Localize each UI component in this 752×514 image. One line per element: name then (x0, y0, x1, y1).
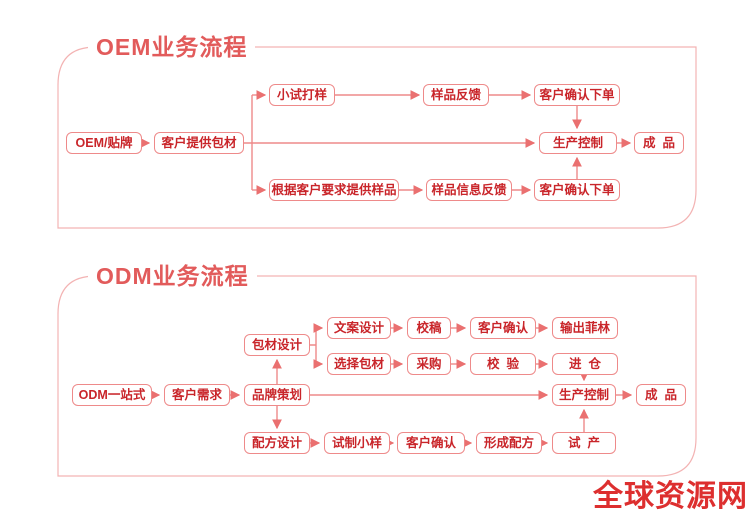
oem-panel-title: OEM业务流程 (88, 34, 256, 60)
odm-node-purchasing: 采购 (407, 353, 451, 375)
odm-node-copy-design: 文案设计 (327, 317, 391, 339)
oem-node-start: OEM/贴牌 (66, 132, 142, 154)
odm-node-finished-product: 成 品 (636, 384, 686, 406)
odm-node-trial-sample: 试制小样 (324, 432, 390, 454)
odm-node-film-output: 输出菲林 (552, 317, 618, 339)
odm-node-customer-confirm-bottom: 客户确认 (397, 432, 465, 454)
odm-node-formula-design: 配方设计 (244, 432, 310, 454)
odm-panel-border (57, 275, 697, 477)
oem-node-production-control: 生产控制 (539, 132, 617, 154)
odm-node-customer-needs: 客户需求 (164, 384, 230, 406)
odm-node-warehousing: 进 仓 (552, 353, 618, 375)
watermark-logo-text: 全球资源网 (593, 480, 748, 513)
oem-node-confirm-order-bottom: 客户确认下单 (534, 179, 620, 201)
oem-panel-border (57, 46, 697, 229)
odm-node-production-control: 生产控制 (552, 384, 616, 406)
oem-node-finished-product: 成 品 (634, 132, 684, 154)
odm-node-start: ODM一站式 (72, 384, 152, 406)
odm-node-select-packaging: 选择包材 (327, 353, 391, 375)
oem-node-confirm-order-top: 客户确认下单 (534, 84, 620, 106)
odm-node-customer-confirm-top: 客户确认 (470, 317, 536, 339)
oem-node-customer-packaging: 客户提供包材 (154, 132, 244, 154)
odm-node-formula-formed: 形成配方 (476, 432, 542, 454)
odm-node-brand-planning: 品牌策划 (244, 384, 310, 406)
odm-node-inspection: 校 验 (470, 353, 536, 375)
odm-node-trial-production: 试 产 (552, 432, 616, 454)
oem-node-sample-feedback: 样品反馈 (423, 84, 489, 106)
oem-node-sample-by-request: 根据客户要求提供样品 (269, 179, 399, 201)
odm-node-packaging-design: 包材设计 (244, 334, 310, 356)
odm-panel-title: ODM业务流程 (88, 263, 257, 289)
oem-node-trial-proofing: 小试打样 (269, 84, 335, 106)
odm-node-proofreading: 校稿 (407, 317, 451, 339)
oem-node-sample-info-feedback: 样品信息反馈 (426, 179, 512, 201)
